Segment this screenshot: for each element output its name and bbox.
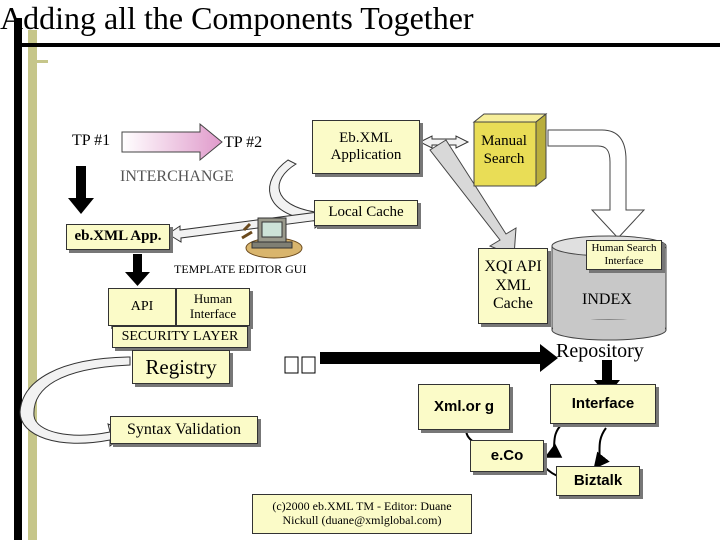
eco-box: e.Co xyxy=(470,440,544,472)
xml-org-label: Xml.or g xyxy=(433,398,494,416)
xml-org-box: Xml.or g xyxy=(418,384,510,430)
index-label: INDEX xyxy=(582,291,632,308)
api-box: API xyxy=(108,288,176,326)
ebxml-app-box: eb.XML App. xyxy=(66,224,170,250)
copyright-footer: (c)2000 eb.XML TM - Editor: Duane Nickul… xyxy=(252,494,472,534)
registry-repository-arrow xyxy=(320,344,558,372)
manual-to-index-arrow xyxy=(547,129,646,239)
ebxml-application-label: Eb.XML Application xyxy=(330,129,402,163)
eco-label: e.Co xyxy=(490,447,524,465)
human-search-interface-label: Human Search Interface xyxy=(591,242,657,267)
tp1-label: TP #1 xyxy=(72,132,111,149)
biztalk-box: Biztalk xyxy=(556,466,640,496)
ebxml-down-arrow xyxy=(125,254,150,286)
security-layer-label: SECURITY LAYER xyxy=(121,328,239,344)
manual-search-cube-icon xyxy=(472,112,548,188)
local-cache-box: Local Cache xyxy=(314,200,418,226)
human-interface-label: Human Interface xyxy=(189,291,237,321)
interface-eco-line xyxy=(544,423,563,458)
tp2-label: TP #2 xyxy=(224,134,263,151)
registry-label: Registry xyxy=(145,354,217,379)
interface-box: Interface xyxy=(550,384,656,424)
xqi-api-label: XQI API XML Cache xyxy=(484,258,542,313)
template-editor-label: TEMPLATE EDITOR GUI xyxy=(174,262,307,276)
interface-biztalk-line xyxy=(593,427,610,470)
interchange-label: INTERCHANGE xyxy=(120,168,234,185)
app-to-cache-arrow xyxy=(429,139,517,257)
manual-search-label: Manual Search xyxy=(481,133,527,167)
interface-label: Interface xyxy=(571,395,635,413)
human-search-interface-box: Human Search Interface xyxy=(586,240,662,270)
syntax-validation-box: Syntax Validation xyxy=(110,416,258,444)
tp1-down-arrow xyxy=(68,166,94,214)
registry-box: Registry xyxy=(132,350,230,384)
security-layer-box: SECURITY LAYER xyxy=(112,326,248,348)
page-title: Adding all the Components Together xyxy=(0,0,474,36)
placeholder-glyph-icon xyxy=(284,356,316,374)
copyright-text: (c)2000 eb.XML TM - Editor: Duane Nickul… xyxy=(272,499,452,527)
xqi-api-box: XQI API XML Cache xyxy=(478,248,548,324)
biztalk-label: Biztalk xyxy=(573,472,623,490)
tp-interchange-arrow xyxy=(121,122,223,162)
syntax-validation-label: Syntax Validation xyxy=(127,420,241,438)
human-interface-box: Human Interface xyxy=(176,288,250,326)
computer-icon xyxy=(241,217,303,259)
api-label: API xyxy=(130,298,154,314)
local-cache-label: Local Cache xyxy=(328,204,404,221)
ebxml-app-label: eb.XML App. xyxy=(74,228,162,245)
ebxml-application-box: Eb.XML Application xyxy=(312,120,420,174)
repository-label: Repository xyxy=(556,340,644,362)
